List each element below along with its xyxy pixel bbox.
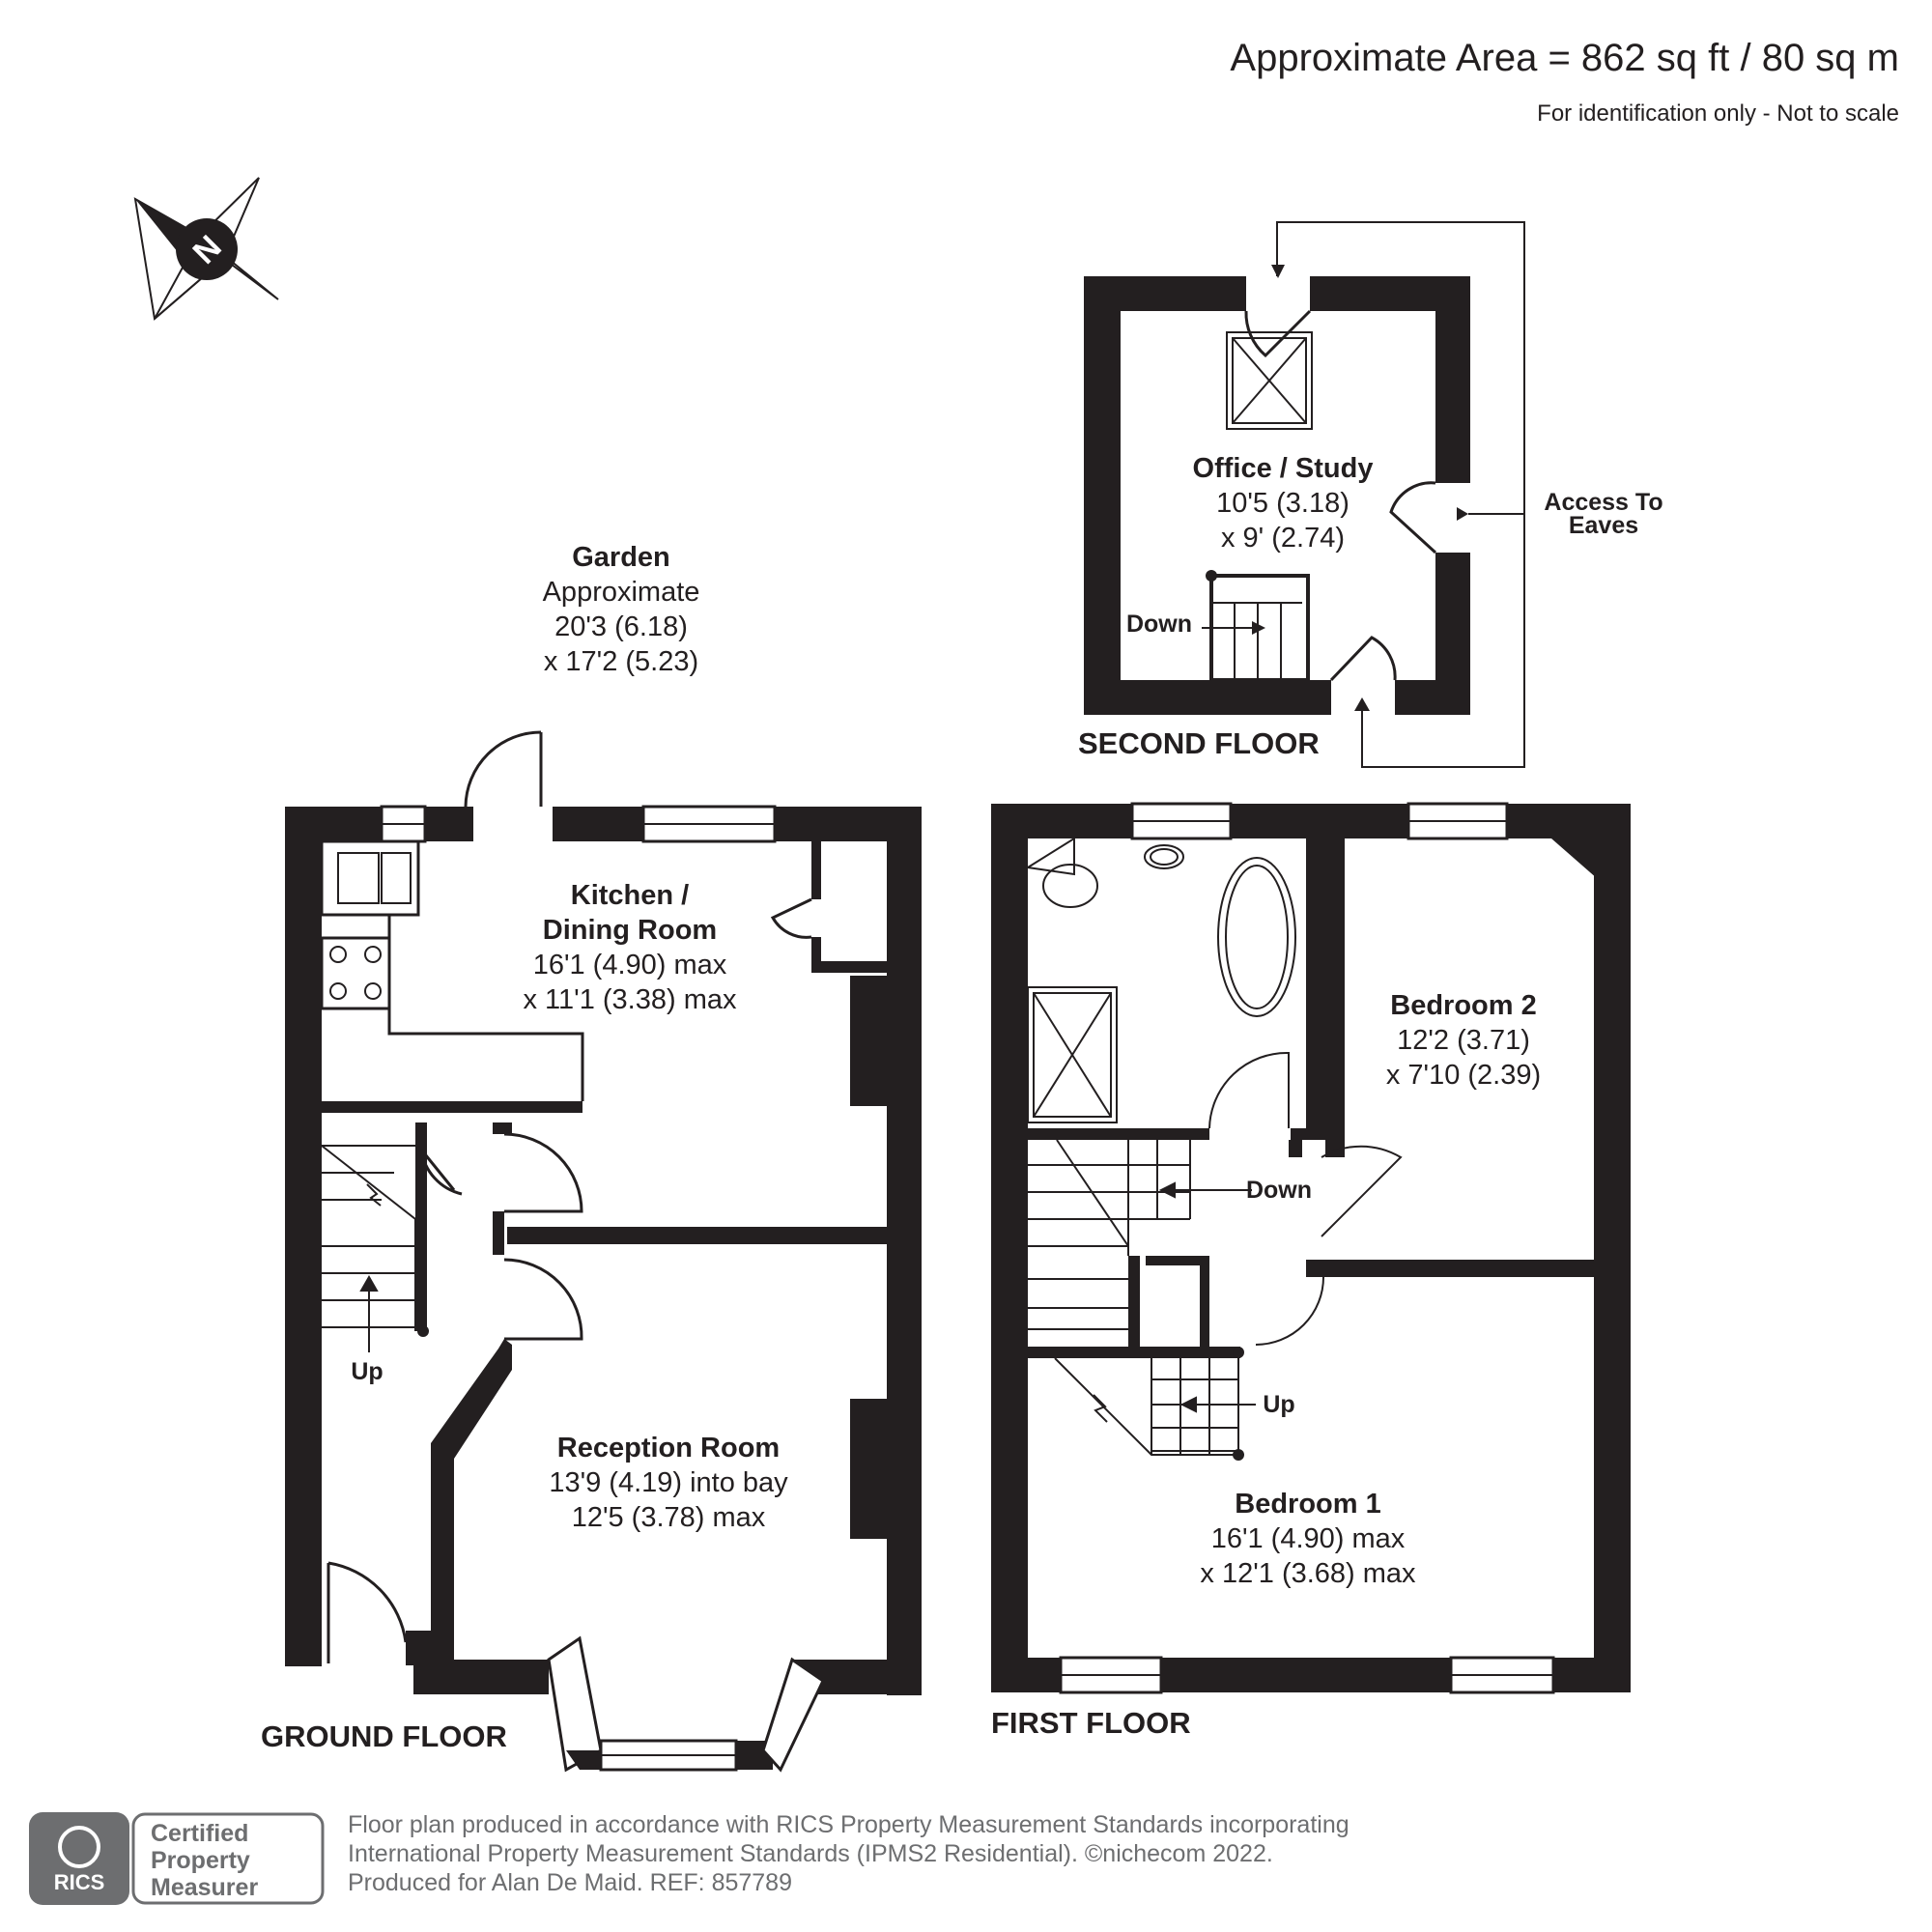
svg-text:20'3 (6.18): 20'3 (6.18): [554, 611, 688, 642]
reception-label: Reception Room 13'9 (4.19) into bay 12'5…: [549, 1433, 788, 1533]
svg-text:Property: Property: [151, 1847, 250, 1874]
svg-text:Certified: Certified: [151, 1820, 248, 1847]
svg-text:Measurer: Measurer: [151, 1874, 258, 1901]
svg-text:Bedroom 2: Bedroom 2: [1390, 990, 1536, 1021]
garden-name: Garden: [572, 542, 670, 573]
first-floor-plan: [991, 802, 1631, 1694]
svg-text:16'1 (4.90) max: 16'1 (4.90) max: [1211, 1523, 1406, 1554]
svg-text:12'5 (3.78) max: 12'5 (3.78) max: [572, 1502, 766, 1533]
svg-text:x 17'2 (5.23): x 17'2 (5.23): [544, 646, 698, 677]
first-floor-title: FIRST FLOOR: [991, 1706, 1191, 1740]
identification-disclaimer: For identification only - Not to scale: [1537, 100, 1899, 127]
footer-line-2: International Property Measurement Stand…: [348, 1840, 1273, 1867]
ground-floor-plan: [285, 730, 922, 1773]
garden-label: Garden Approximate 20'3 (6.18) x 17'2 (5…: [543, 542, 700, 677]
rics-lion-icon: [58, 1826, 100, 1868]
svg-text:16'1 (4.90) max: 16'1 (4.90) max: [533, 950, 727, 980]
footer-line-1: Floor plan produced in accordance with R…: [348, 1811, 1350, 1838]
kitchen-label: Kitchen / Dining Room 16'1 (4.90) max x …: [524, 880, 737, 1015]
footer-statement: Floor plan produced in accordance with R…: [348, 1810, 1350, 1897]
svg-text:Bedroom 1: Bedroom 1: [1235, 1489, 1380, 1520]
svg-text:x 9' (2.74): x 9' (2.74): [1221, 523, 1345, 554]
ground-floor-title: GROUND FLOOR: [261, 1719, 507, 1753]
svg-text:x 12'1 (3.68) max: x 12'1 (3.68) max: [1200, 1558, 1416, 1589]
svg-text:x 11'1 (3.38) max: x 11'1 (3.38) max: [524, 984, 737, 1015]
svg-text:12'2 (3.71): 12'2 (3.71): [1397, 1025, 1530, 1056]
bedroom2-label: Bedroom 2 12'2 (3.71) x 7'10 (2.39): [1386, 990, 1541, 1091]
svg-text:Kitchen /: Kitchen /: [571, 880, 689, 911]
svg-text:Reception Room: Reception Room: [557, 1433, 780, 1463]
svg-text:Dining Room: Dining Room: [543, 915, 717, 946]
approximate-area-title: Approximate Area = 862 sq ft / 80 sq m: [1230, 37, 1899, 79]
footer-line-3: Produced for Alan De Maid. REF: 857789: [348, 1869, 792, 1896]
second-floor-plan: [1084, 221, 1525, 768]
eaves-label-line1: Access To: [1544, 489, 1662, 516]
rics-logo-text: RICS: [54, 1870, 105, 1894]
ground-up-label: Up: [351, 1358, 383, 1385]
svg-text:10'5 (3.18): 10'5 (3.18): [1216, 488, 1350, 519]
bedroom1-label: Bedroom 1 16'1 (4.90) max x 12'1 (3.68) …: [1200, 1489, 1416, 1589]
office-label: Office / Study 10'5 (3.18) x 9' (2.74): [1193, 453, 1374, 554]
north-compass-icon: N: [133, 177, 279, 321]
first-down-label: Down: [1246, 1177, 1312, 1204]
svg-text:Approximate: Approximate: [543, 577, 700, 608]
svg-text:13'9 (4.19) into bay: 13'9 (4.19) into bay: [549, 1467, 788, 1498]
second-floor-title: SECOND FLOOR: [1078, 726, 1320, 760]
eaves-label-line2: Eaves: [1569, 512, 1638, 539]
first-up-label: Up: [1263, 1391, 1294, 1418]
svg-text:x 7'10 (2.39): x 7'10 (2.39): [1386, 1060, 1541, 1091]
rics-certified-badge: RICS Certified Property Measurer: [29, 1812, 325, 1905]
svg-text:Office / Study: Office / Study: [1193, 453, 1374, 484]
second-down-label: Down: [1126, 611, 1192, 638]
